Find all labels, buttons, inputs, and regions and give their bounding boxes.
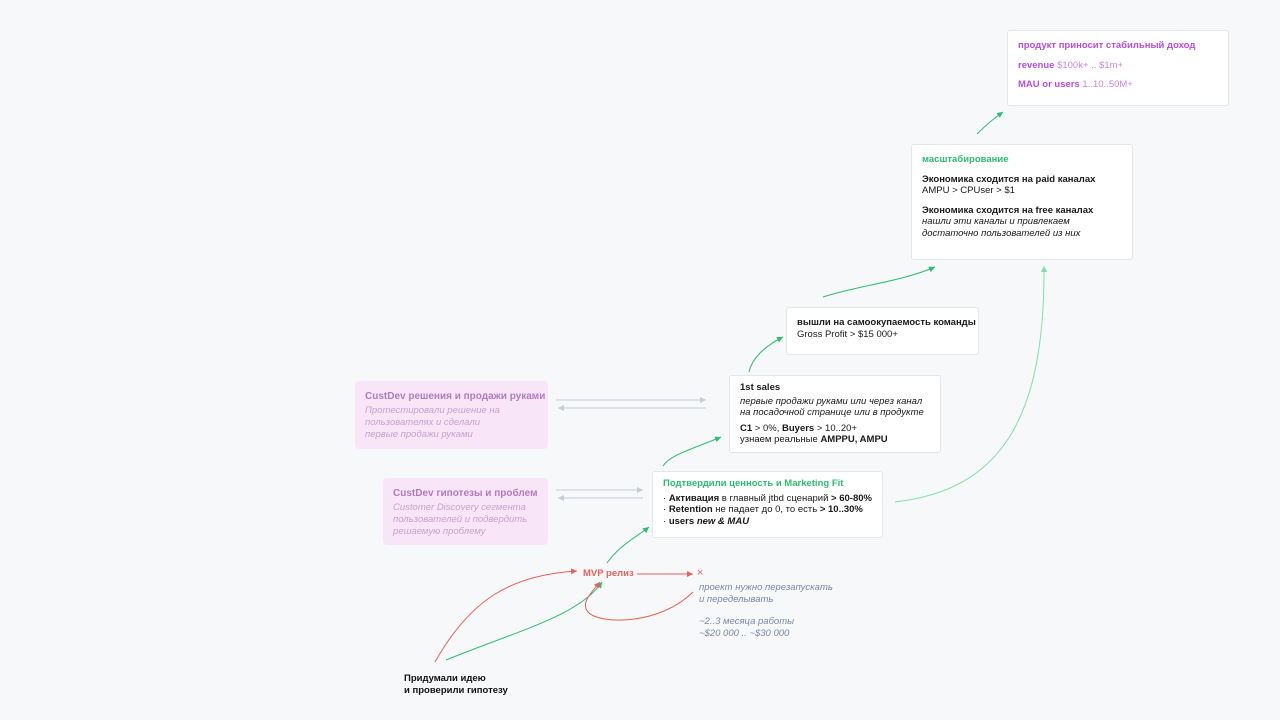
revenue-value: $100k+ .. $1m+ [1057,59,1124,71]
arrow-idea-to-mvp-red [434,568,578,663]
custdev-problem-line1: Customer Discovery сегмента [393,502,526,513]
fail-mark: × [697,567,704,579]
restart-line1: проект нужно перезапускать [699,582,833,593]
users-label: users [668,515,697,527]
mau-line: MAU or users 1..10..50M+ [1018,79,1218,91]
arrow-idea-to-mvp-green [445,581,603,661]
idea-line2: и проверили гипотезу [404,684,508,696]
retention-bullet: · [663,504,669,515]
retention-label: Retention [668,504,713,515]
activation-bullet: · [663,492,669,504]
activation-line: · Активация в главный jtbd сценарий > 60… [663,493,872,505]
paid-heading: Экономика сходится на paid каналах [922,173,1096,185]
free-line2: достаточно пользователей из них [922,227,1081,239]
payback-card: вышли на самоокупаемость команды Gross P… [786,307,979,355]
mvp-label: MVP релиз [583,568,634,579]
payback-value: Gross Profit > $15 000+ [797,328,898,340]
restart-note: проект нужно перезапускать и переделыват… [699,582,833,639]
arrow-fit-to-sales [662,436,722,467]
activation-value: > 60-80% [831,492,872,504]
buyers-label: Buyers [782,422,815,434]
idea-line1: Придумали идею [404,673,486,684]
restart-line4: ~$20 000 .. ~$30 000 [699,627,790,639]
scaling-card: масштабирование Экономика сходится на pa… [911,144,1133,260]
custdev-solution-line2: пользователях и сделали [365,417,481,428]
custdev-problem-line2: пользователей и подвердить [393,514,528,525]
sales-line1: первые продажи руками или через канал [740,395,923,407]
sales-metrics: C1 > 0%, Buyers > 10..20+ [740,423,930,435]
revenue-card-title: продукт приносит стабильный доход [1018,40,1196,51]
sales-card: 1st sales первые продажи руками или чере… [729,375,941,453]
arrow-fail-loop-back [584,581,694,621]
custdev-solution-card: CustDev решения и продажи руками Протест… [355,381,548,449]
custdev-problem-line3: решаемую проблему [393,526,486,537]
custdev-solution-line3: первые продажи руками [365,429,473,440]
retention-value: > 10..30% [819,504,863,515]
buyers-rest: > 10..20+ [814,422,858,434]
scaling-card-title: масштабирование [922,154,1009,165]
custdev-solution-line1: Протестировали решение на [365,405,500,416]
users-line: · users new & MAU [663,516,872,528]
c1-rest: > 0%, [752,422,782,434]
revenue-line: revenue $100k+ .. $1m+ [1018,60,1218,72]
custdev-problem-card: CustDev гипотезы и проблем Customer Disc… [383,478,548,545]
sales-learn: узнаем реальные AMPPU, AMPU [740,434,930,446]
revenue-card: продукт приносит стабильный доход revenu… [1007,30,1229,106]
users-value: new & MAU [696,515,750,527]
retention-line: · Retention не падает до 0, то есть > 10… [663,504,872,516]
arrow-payback-to-scaling [822,266,936,298]
restart-line3: ~2..3 месяца работы [699,616,795,627]
users-bullet: · [663,515,669,527]
custdev-solution-title: CustDev решения и продажи руками [365,391,546,402]
paid-formula: AMPU > CPUser > $1 [922,185,1015,196]
mau-value: 1..10..50M+ [1082,79,1133,90]
idea-label: Придумали идею и проверили гипотезу [404,673,508,696]
activation-rest: в главный jtbd сценарий [719,492,832,504]
mau-label: MAU or users [1018,79,1080,90]
payback-title: вышли на самоокупаемость команды [797,317,976,328]
learn-metrics: AMPPU, AMPU [820,434,888,445]
retention-rest: не падает до 0, то есть [712,504,820,515]
arrow-scaling-to-revenue [976,111,1004,135]
sales-title: 1st sales [740,382,781,393]
learn-prefix: узнаем реальные [740,434,821,445]
revenue-label: revenue [1018,59,1055,71]
free-heading: Экономика сходится на free каналах [922,204,1094,216]
free-line1: нашли эти каналы и привлекаем [922,216,1070,227]
fit-title: Подтвердили ценность и Marketing Fit [663,478,844,489]
arrow-mvp-to-fit [606,526,650,564]
restart-line2: и переделывать [699,593,774,605]
activation-label: Активация [668,492,720,504]
c1-label: C1 [740,422,753,434]
fit-card: Подтвердили ценность и Marketing Fit · А… [652,471,883,538]
sales-line2: на посадочной странице или в продукте [740,407,924,418]
custdev-problem-title: CustDev гипотезы и проблем [393,488,538,499]
arrow-sales-to-payback [748,336,784,373]
